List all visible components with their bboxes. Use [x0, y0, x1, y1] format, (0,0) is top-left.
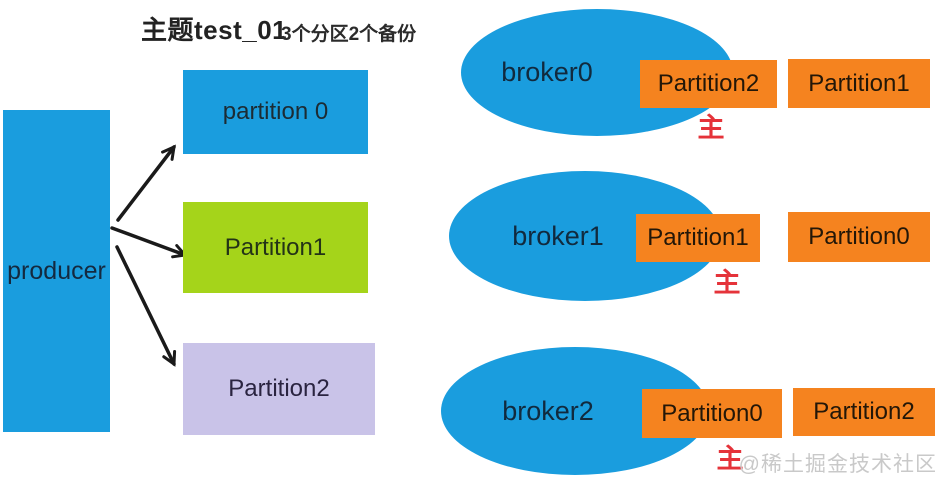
broker1-label: broker1	[512, 220, 604, 251]
broker1-leader-marker: 主	[713, 268, 741, 298]
partition0-node: partition 0	[183, 70, 368, 154]
broker1-replica-partition-label: Partition0	[808, 223, 910, 250]
broker1-replica-partition: Partition0	[788, 212, 930, 262]
broker2-label: broker2	[502, 395, 594, 426]
broker2-primary-partition: Partition0	[642, 389, 782, 438]
topic-subtitle: 3个分区2个备份	[281, 24, 417, 45]
broker2-replica-partition-label: Partition2	[813, 398, 915, 425]
partition2-node: Partition2	[183, 343, 375, 435]
arrow-to-partition0	[116, 144, 176, 222]
watermark: @稀土掘金技术社区	[738, 453, 937, 476]
partition0-label: partition 0	[222, 98, 329, 125]
broker2-replica-partition: Partition2	[793, 388, 935, 436]
broker0-replica-partition-label: Partition1	[808, 69, 910, 97]
topic-title: 主题test_01	[141, 15, 288, 45]
broker0-primary-partition: Partition2	[640, 60, 777, 108]
producer-label: producer	[7, 256, 106, 285]
broker1-primary-partition: Partition1	[636, 214, 760, 262]
arrow-to-partition2	[115, 245, 177, 367]
broker2-leader-marker: 主	[716, 444, 744, 474]
broker0-primary-partition-label: Partition2	[657, 70, 760, 97]
broker0-label: broker0	[501, 57, 593, 87]
partition1-node: Partition1	[183, 202, 368, 293]
partition1-label: Partition1	[224, 233, 327, 261]
broker2-primary-partition-label: Partition0	[661, 399, 763, 427]
producer-node: producer	[3, 110, 110, 432]
arrow-to-partition1	[110, 226, 188, 259]
broker1-primary-partition-label: Partition1	[647, 224, 749, 251]
broker0-replica-partition: Partition1	[788, 59, 930, 108]
partition2-label: Partition2	[228, 375, 330, 402]
broker0-leader-marker: 主	[697, 113, 725, 143]
